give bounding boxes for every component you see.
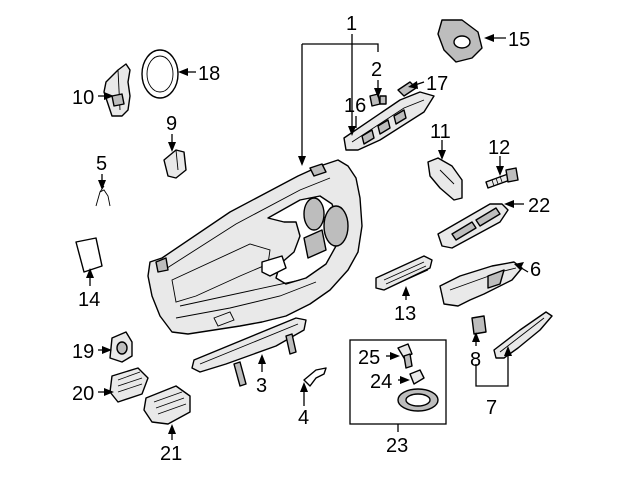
part-21-switch-housing [143,385,191,425]
part-19-switch [109,331,133,363]
callout-23: 23 [386,435,408,457]
part-11-cover [427,157,463,201]
callout-8: 8 [470,349,481,371]
callout-13: 13 [394,303,416,325]
callout-25: 25 [358,347,380,369]
part-4-clip [303,367,327,387]
part-20-switch-panel [109,367,149,403]
callout-17: 17 [426,73,448,95]
part-13-speaker-grille [375,255,433,291]
callout-labels: 1 2 3 4 5 6 7 8 9 10 11 12 13 14 15 16 1… [72,13,550,465]
callout-9: 9 [166,113,177,135]
part-7-trim [493,311,553,359]
callout-12: 12 [488,137,510,159]
part-10-bracket [103,63,131,117]
part-6-pull-handle [439,261,523,307]
part-24-grommet [409,369,425,385]
callout-7: 7 [486,397,497,419]
callout-21: 21 [160,443,182,465]
part-12-bolt [485,167,519,189]
part-5-spring-clip [95,185,111,207]
callout-16: 16 [344,95,366,117]
part-22-window-switch [437,203,509,249]
part-15-tweeter-cover [437,19,483,63]
part-18-speaker-ring [141,49,179,99]
part-2-clip [369,93,387,107]
part-14-pad [75,237,103,273]
callout-24: 24 [370,371,392,393]
callout-22: 22 [528,195,550,217]
callout-4: 4 [298,407,309,429]
part-3-armrest [191,317,307,387]
part-8-cap [471,315,487,335]
callout-14: 14 [78,289,100,311]
callout-3: 3 [256,375,267,397]
part-25-fastener [397,343,413,369]
part-23-pocket-light [397,388,439,412]
callout-11: 11 [430,121,451,143]
part-16-trim-strip [343,91,435,151]
part-9-bracket [163,149,187,179]
leader-lines [86,34,529,440]
callout-18: 18 [198,63,220,85]
callout-19: 19 [72,341,94,363]
part-1-door-trim-panel [147,159,363,335]
callout-15: 15 [508,29,530,51]
callout-2: 2 [371,59,382,81]
callout-20: 20 [72,383,94,405]
callout-5: 5 [96,153,107,175]
callout-1: 1 [346,13,357,35]
callout-10: 10 [72,87,94,109]
callout-6: 6 [530,259,541,281]
